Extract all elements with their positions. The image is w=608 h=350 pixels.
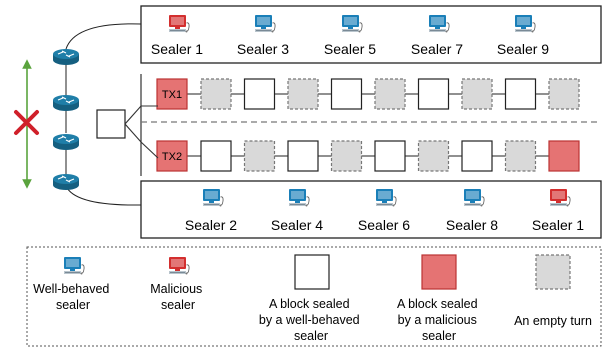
legend-good-block-label: A block sealed by a well-behaved sealer: [259, 297, 363, 343]
empty-turn-block: [200, 78, 232, 110]
bottom-sealer-group: Sealer 2 Sealer 4 Sealer 6 Sealer 8 Sealer 1: [140, 180, 602, 239]
legend-good-block: A block sealed by a well-behaved sealer: [259, 254, 363, 343]
sealer-label: Sealer 9: [497, 41, 549, 57]
sealer-label: Sealer 5: [324, 41, 376, 57]
tx-block: [156, 78, 188, 110]
sealer-item: Sealer 1: [532, 188, 584, 233]
empty-turn-block: [287, 78, 319, 110]
legend-well-behaved: Well-behaved sealer: [33, 256, 113, 312]
router-network: [53, 23, 142, 206]
router-icon: [53, 95, 79, 111]
empty-turn-block: [243, 140, 276, 172]
malicious-sealed-block: [548, 140, 580, 172]
sealer-item: Sealer 9: [497, 14, 549, 57]
good-block-swatch: [294, 254, 330, 290]
empty-turn-block: [417, 140, 450, 172]
tx-label: TX2: [162, 151, 182, 163]
legend-well-behaved-label: Well-behaved sealer: [33, 282, 113, 312]
legend-malicious: Malicious sealer: [150, 256, 206, 312]
tx-block: [156, 140, 188, 172]
sealer-item: Sealer 1: [151, 14, 203, 57]
sealer-item: Sealer 4: [271, 188, 323, 233]
empty-turn-block: [374, 78, 406, 110]
chain-area: TX1 TX2: [140, 74, 601, 176]
top-sealer-group: Sealer 1 Sealer 3 Sealer 5 Sealer 7 Sealer 9: [140, 5, 602, 64]
legend-bad-block: A block sealed by a malicious sealer: [397, 254, 481, 343]
empty-turn-swatch: [535, 254, 571, 290]
fork-connectors: [96, 105, 159, 159]
legend-malicious-label: Malicious sealer: [150, 282, 206, 312]
partition-indicator: [14, 59, 39, 189]
bad-block-swatch: [421, 254, 457, 290]
router-icon: [53, 134, 79, 150]
router-icon: [53, 49, 79, 65]
well-behaved-sealed-block: [200, 140, 232, 172]
router-icon: [53, 174, 79, 190]
legend-empty-turn-label: An empty turn: [514, 314, 592, 328]
fork-line-bottom: [124, 123, 159, 159]
sealer-label: Sealer 6: [358, 217, 410, 233]
legend-bad-block-label: A block sealed by a malicious sealer: [397, 297, 481, 343]
sealer-item: Sealer 6: [358, 188, 410, 233]
empty-turn-block: [548, 78, 580, 110]
legend: Well-behaved sealer Malicious sealer A b…: [26, 246, 602, 347]
well-behaved-sealed-block: [417, 78, 450, 110]
sealer-label: Sealer 1: [151, 41, 203, 57]
well-behaved-sealed-block: [461, 140, 493, 172]
sealer-item: Sealer 2: [185, 188, 237, 233]
fork-line-top: [124, 105, 158, 125]
empty-turn-block: [461, 78, 493, 110]
empty-turn-block: [330, 140, 363, 172]
sealer-item: Sealer 3: [237, 14, 289, 57]
well-behaved-sealed-block: [243, 78, 276, 110]
sealer-label: Sealer 3: [237, 41, 289, 57]
sealer-label: Sealer 2: [185, 217, 237, 233]
partition-cross-icon: [14, 110, 39, 135]
sealer-label: Sealer 1: [532, 217, 584, 233]
well-behaved-sealed-block: [287, 140, 319, 172]
tx-label: TX1: [162, 89, 182, 101]
sealer-item: Sealer 8: [446, 188, 498, 233]
sealer-label: Sealer 4: [271, 217, 323, 233]
sealer-item: Sealer 7: [411, 14, 463, 57]
sealer-item: Sealer 5: [324, 14, 376, 57]
sealer-label: Sealer 8: [446, 217, 498, 233]
well-behaved-sealed-block: [374, 140, 406, 172]
sealer-label: Sealer 7: [411, 41, 463, 57]
empty-turn-block: [504, 140, 537, 172]
legend-empty-turn: An empty turn: [514, 254, 592, 328]
well-behaved-sealed-block: [330, 78, 363, 110]
well-behaved-sealed-block: [504, 78, 537, 110]
